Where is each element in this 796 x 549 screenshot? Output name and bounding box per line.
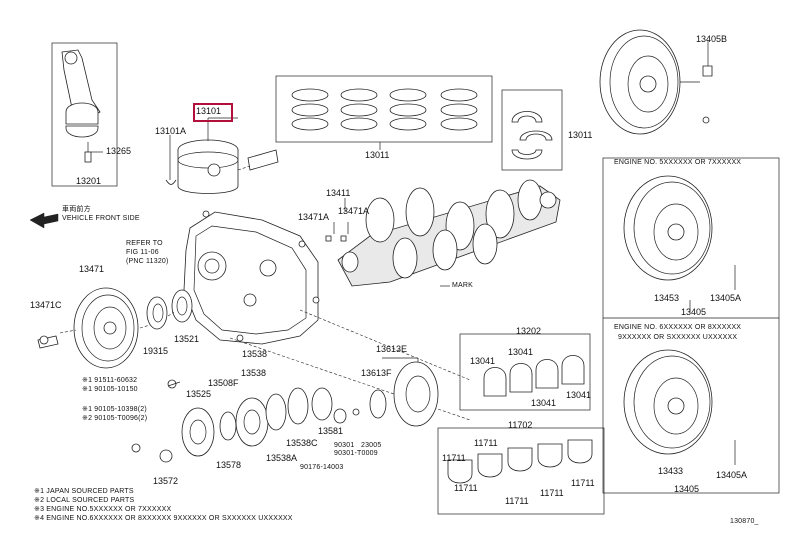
refer-to-line-1: REFER TO — [126, 240, 163, 247]
bolt-label-c[interactable]: ※1 90105-10398(2) — [82, 406, 147, 413]
part-13471[interactable]: 13471 — [79, 264, 105, 274]
part-13471c[interactable]: 13471C — [30, 300, 62, 310]
part-13101[interactable]: 13101 — [196, 106, 222, 116]
part-19315[interactable]: 19315 — [143, 346, 169, 356]
part-13613f[interactable]: 13613F — [361, 368, 392, 378]
mark-label: MARK — [452, 282, 474, 289]
balancer-group — [131, 379, 360, 463]
part-13041-d[interactable]: 13041 — [566, 390, 592, 400]
part-90176-14003[interactable]: 90176-14003 — [300, 464, 344, 471]
part-13581[interactable]: 13581 — [318, 426, 344, 436]
part-13613e[interactable]: 13613E — [376, 344, 408, 354]
bolt-label-b[interactable]: ※1 90105-10150 — [82, 386, 138, 393]
part-13101a[interactable]: 13101A — [155, 126, 187, 136]
highlight-box — [193, 103, 233, 122]
part-11711-c[interactable]: 11711 — [454, 483, 478, 493]
part-90301[interactable]: 90301 — [334, 442, 355, 449]
part-13405b[interactable]: 13405B — [696, 34, 728, 44]
part-13471a-right[interactable]: 13471A — [338, 206, 370, 216]
seal-and-gear — [146, 289, 193, 330]
flywheel-bottom — [623, 349, 736, 465]
flywheel-mid — [623, 175, 736, 312]
engine-no-label-2a: ENGINE NO. 6XXXXXX OR 8XXXXXX — [614, 324, 742, 331]
bolt-label-d[interactable]: ※2 90105-T0096(2) — [82, 415, 148, 422]
part-13202[interactable]: 13202 — [516, 326, 542, 336]
part-11711-a[interactable]: 11711 — [474, 438, 498, 448]
crank-pulley — [37, 287, 139, 369]
part-11711-d[interactable]: 11711 — [505, 496, 529, 506]
part-13538a[interactable]: 13538A — [266, 453, 298, 463]
figure-id: 130870_ — [730, 518, 759, 525]
part-13521[interactable]: 13521 — [174, 334, 200, 344]
refer-to-line-3: (PNC 11320) — [126, 258, 169, 265]
part-13405-mid[interactable]: 13405 — [681, 307, 707, 317]
footnote-3: ※3 ENGINE NO.5XXXXXX OR 7XXXXXX — [34, 506, 172, 513]
flywheel-top — [599, 29, 713, 135]
part-13453[interactable]: 13453 — [654, 293, 680, 303]
piston — [165, 117, 279, 194]
engine-no-label-1: ENGINE NO. 5XXXXXX OR 7XXXXXX — [614, 159, 742, 166]
part-13538-top[interactable]: 13538 — [242, 349, 268, 359]
timing-cover — [183, 210, 320, 345]
footnote-2: ※2 LOCAL SOURCED PARTS — [34, 497, 135, 504]
part-23005[interactable]: 23005 — [361, 442, 382, 449]
part-13578[interactable]: 13578 — [216, 460, 242, 470]
piston-rings — [291, 88, 478, 150]
part-13011-washer[interactable]: 13011 — [568, 130, 593, 140]
part-13433[interactable]: 13433 — [658, 466, 684, 476]
sprocket-group — [369, 357, 439, 427]
part-13011-rings[interactable]: 13011 — [365, 150, 390, 160]
part-11711-f[interactable]: 11711 — [571, 478, 595, 488]
part-13405a-mid[interactable]: 13405A — [710, 293, 742, 303]
vehicle-front-label: VEHICLE FRONT SIDE — [62, 215, 140, 222]
part-13041-a[interactable]: 13041 — [470, 356, 496, 366]
part-90301-t0009[interactable]: 90301-T0009 — [334, 450, 378, 457]
part-11711-e[interactable]: 11711 — [540, 488, 564, 498]
vehicle-front-jp-label: 車両前方 — [62, 206, 91, 213]
bolt-label-a[interactable]: ※1 91511-60632 — [82, 377, 138, 384]
engine-no-label-2b: 9XXXXXX OR SXXXXXX UXXXXXX — [618, 334, 738, 341]
part-13405a-bottom[interactable]: 13405A — [716, 470, 748, 480]
refer-to-line-2: FIG 11-06 — [126, 249, 159, 256]
part-13572[interactable]: 13572 — [153, 476, 179, 486]
part-13538-mid[interactable]: 13538 — [241, 368, 267, 378]
footnote-4: ※4 ENGINE NO.6XXXXXX OR 8XXXXXX 9XXXXXX … — [34, 515, 293, 522]
part-13525[interactable]: 13525 — [186, 389, 212, 399]
part-13411[interactable]: 13411 — [326, 188, 351, 198]
vehicle-front-arrow — [29, 212, 59, 229]
footnote-1: ※1 JAPAN SOURCED PARTS — [34, 488, 134, 495]
connecting-rod — [61, 49, 103, 163]
part-13508f[interactable]: 13508F — [208, 378, 239, 388]
part-13041-c[interactable]: 13041 — [531, 398, 557, 408]
part-13405-bottom[interactable]: 13405 — [674, 484, 700, 494]
thrust-washers — [511, 111, 553, 160]
lower-bearings — [437, 427, 605, 515]
crankshaft — [337, 179, 561, 287]
part-13201[interactable]: 13201 — [76, 176, 102, 186]
part-13041-b[interactable]: 13041 — [508, 347, 534, 357]
part-13265[interactable]: 13265 — [106, 146, 132, 156]
part-13538c[interactable]: 13538C — [286, 438, 318, 448]
part-11711-b[interactable]: 11711 — [442, 453, 466, 463]
part-13471a-left[interactable]: 13471A — [298, 212, 330, 222]
part-11702[interactable]: 11702 — [508, 420, 533, 430]
upper-bearings — [459, 333, 591, 411]
